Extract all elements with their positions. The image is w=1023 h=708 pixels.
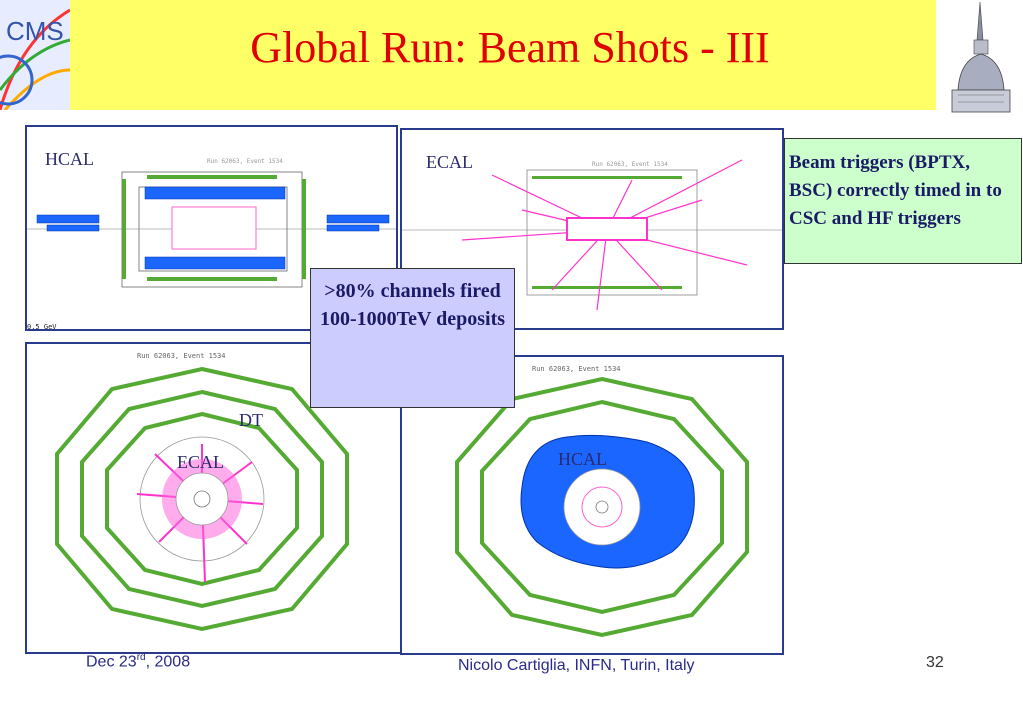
ecal-label-top: ECAL	[426, 152, 473, 172]
cms-logo: CMS	[0, 0, 70, 110]
svg-text:Run 62063, Event 1534: Run 62063, Event 1534	[137, 352, 226, 360]
ecal-label-bottom: ECAL	[177, 452, 224, 472]
event-display-ecal-side-view: Run 62063, Event 1534 ECAL	[400, 128, 784, 330]
hcal-label-top: HCAL	[45, 149, 94, 169]
page-number: 32	[926, 654, 944, 671]
footer-date-suffix: rd	[136, 652, 146, 663]
svg-text:0.5 GeV: 0.5 GeV	[27, 323, 57, 331]
channels-callout-line1: >80% channels fired	[324, 280, 501, 302]
event-display-transverse-ecal: Run 62063, Event 1534 DT ECAL	[25, 342, 405, 654]
slide-title: Global Run: Beam Shots - III	[250, 23, 770, 72]
footer-date-year: , 2008	[145, 653, 191, 671]
channels-callout-line2: 100-1000TeV deposits	[319, 308, 506, 330]
footer-author: Nicolo Cartiglia, INFN, Turin, Italy	[458, 657, 695, 674]
svg-text:Run 62063, Event 1534: Run 62063, Event 1534	[532, 365, 621, 373]
footer-date-day: Dec 23	[86, 653, 137, 671]
triggers-callout: Beam triggers (BPTX, BSC) correctly time…	[784, 138, 1022, 264]
svg-text:CMS: CMS	[6, 16, 64, 46]
svg-text:Run 62063, Event 1534: Run 62063, Event 1534	[592, 161, 668, 168]
mole-antonelliana-icon	[938, 0, 1023, 120]
footer-date: Dec 23rd, 2008	[86, 652, 190, 671]
hcal-label-bottom: HCAL	[558, 449, 607, 469]
slide-header: CMS Global Run: Beam Shots - III	[0, 0, 936, 110]
svg-text:Run 62063, Event 1534: Run 62063, Event 1534	[207, 158, 283, 165]
channels-callout: >80% channels fired 100-1000TeV deposits	[310, 268, 515, 408]
dt-label: DT	[239, 410, 263, 430]
